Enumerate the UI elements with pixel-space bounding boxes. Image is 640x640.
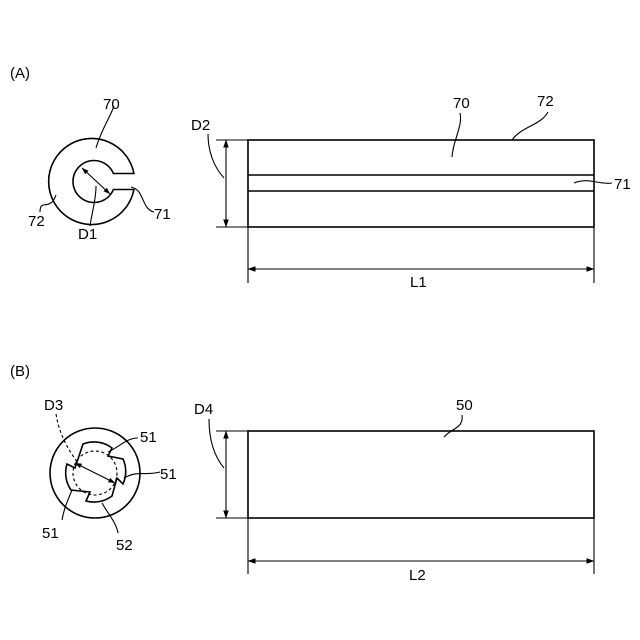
side-view-b: [248, 431, 594, 518]
ref-71-side: 71: [614, 176, 631, 193]
cross-section-b-inner-notched: [66, 442, 126, 502]
ref-51-upper: 51: [140, 429, 157, 446]
leader-72-side: [512, 112, 548, 140]
dim-d3: D3: [44, 397, 63, 414]
ref-51-right: 51: [160, 466, 177, 483]
figure-b-label: (B): [10, 363, 30, 380]
leader-71-side: [574, 181, 612, 184]
ref-70-cross: 70: [103, 96, 120, 113]
ref-72-cross: 72: [28, 213, 45, 230]
leader-51-right: [124, 472, 160, 478]
leader-52: [102, 503, 118, 533]
leader-50: [444, 415, 462, 437]
ref-51-lower: 51: [42, 525, 59, 542]
ref-52: 52: [116, 537, 133, 554]
dim-l1: L1: [410, 274, 427, 291]
ref-71-cross: 71: [154, 206, 171, 223]
leader-d4: [209, 419, 224, 468]
side-view-a: [248, 140, 594, 227]
leader-d1: [90, 186, 96, 226]
leader-70-side: [452, 113, 461, 157]
dim-l2: L2: [409, 567, 426, 584]
leader-d2: [208, 134, 224, 178]
cross-section-a-outer: [49, 139, 134, 225]
ref-70-side: 70: [453, 95, 470, 112]
leader-72-cross: [40, 195, 56, 212]
d3-dimension-arrow: [75, 463, 115, 483]
dim-d1: D1: [78, 226, 97, 243]
ref-72-side: 72: [537, 93, 554, 110]
figure-a-label: (A): [10, 65, 30, 82]
leader-d3: [56, 414, 80, 466]
ref-50: 50: [456, 397, 473, 414]
dim-d2: D2: [191, 117, 210, 134]
dim-d4: D4: [194, 401, 213, 418]
